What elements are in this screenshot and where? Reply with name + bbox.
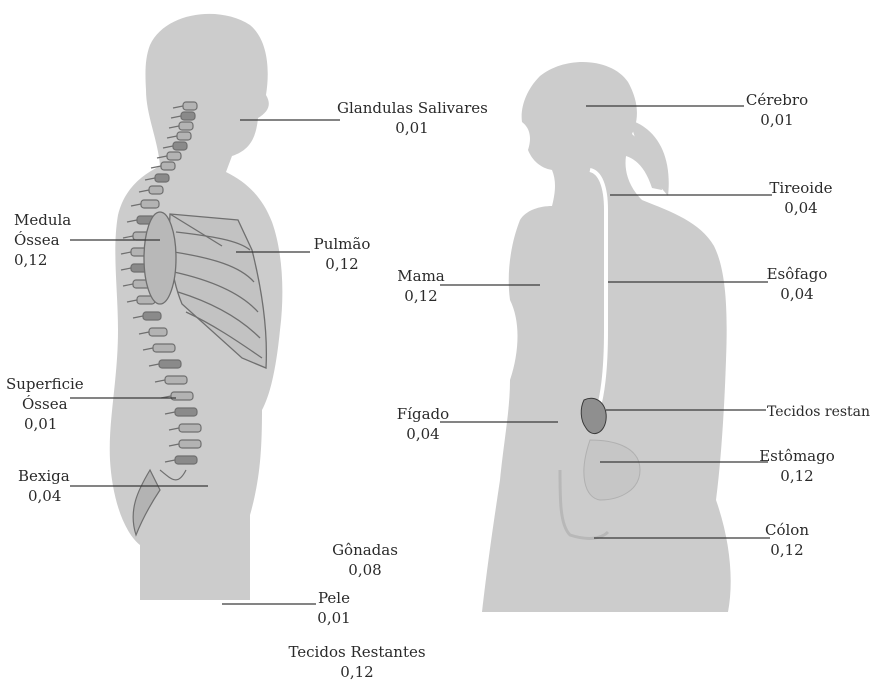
label-value: 0,12: [14, 250, 71, 270]
vertebra: [141, 200, 159, 208]
label-tecidos-restantes: Tecidos Restantes 0,12: [284, 642, 430, 682]
label-name: Cérebro: [742, 90, 812, 110]
label-value: 0,04: [766, 198, 836, 218]
vertebra: [159, 360, 181, 368]
label-name: Tecidos Restantes: [284, 642, 430, 662]
label-name: Fígado: [392, 404, 454, 424]
label-name-line1: Superficie: [6, 374, 84, 394]
label-name: Estômago: [756, 446, 838, 466]
label-glandulas-salivares: Glandulas Salivares 0,01: [337, 98, 487, 138]
label-value: 0,04: [760, 284, 834, 304]
label-value: 0,12: [310, 254, 374, 274]
label-name-line1: Medula: [14, 210, 71, 230]
vertebra: [179, 122, 193, 130]
label-tireoide: Tireoide 0,04: [766, 178, 836, 218]
label-value: 0,12: [396, 286, 446, 306]
label-esofago: Esôfago 0,04: [760, 264, 834, 304]
vertebra: [149, 186, 163, 194]
vertebra: [181, 112, 195, 120]
label-value: 0,08: [328, 560, 402, 580]
vertebra: [149, 328, 167, 336]
vertebra: [175, 456, 197, 464]
vertebra: [167, 152, 181, 160]
label-name-line2: Óssea: [6, 394, 84, 414]
label-value: 0,12: [284, 662, 430, 682]
vertebra: [161, 162, 175, 170]
label-name: Pulmão: [310, 234, 374, 254]
vertebra: [173, 142, 187, 150]
vertebra: [175, 408, 197, 416]
label-name: Glandulas Salivares: [337, 98, 487, 118]
label-name: Cólon: [758, 520, 816, 540]
label-value: 0,12: [756, 466, 838, 486]
vertebra: [143, 312, 161, 320]
label-name: Gônadas: [328, 540, 402, 560]
label-cerebro: Cérebro 0,01: [742, 90, 812, 130]
label-gonadas: Gônadas 0,08: [328, 540, 402, 580]
label-pulmao: Pulmão 0,12: [310, 234, 374, 274]
label-name: Mama: [396, 266, 446, 286]
vertebra: [179, 440, 201, 448]
label-superficie-ossea: Superficie Óssea 0,01: [6, 374, 84, 434]
label-value: 0,12: [758, 540, 816, 560]
label-value: 0,04: [392, 424, 454, 444]
label-value: 0,01: [742, 110, 812, 130]
vertebra: [183, 102, 197, 110]
label-name-line2: Óssea: [14, 230, 71, 250]
label-value: 0,01: [337, 118, 487, 138]
label-pele: Pele 0,01: [310, 588, 358, 628]
label-figado: Fígado 0,04: [392, 404, 454, 444]
label-mama: Mama 0,12: [396, 266, 446, 306]
label-estomago: Estômago 0,12: [756, 446, 838, 486]
label-name: Esôfago: [760, 264, 834, 284]
label-name: Tireoide: [766, 178, 836, 198]
label-tecidos-restante: Tecidos restante: [767, 402, 870, 422]
label-value: 0,04: [18, 486, 70, 506]
vertebra: [155, 174, 169, 182]
label-colon: Cólon 0,12: [758, 520, 816, 560]
label-value: 0,01: [310, 608, 358, 628]
vertebra: [177, 132, 191, 140]
vertebra: [179, 424, 201, 432]
bone-marrow-organ: [144, 212, 176, 304]
label-bexiga: Bexiga 0,04: [18, 466, 70, 506]
vertebra: [171, 392, 193, 400]
vertebra: [153, 344, 175, 352]
label-name: Pele: [310, 588, 358, 608]
vertebra: [165, 376, 187, 384]
label-name: Tecidos restante: [767, 402, 870, 422]
label-name: Bexiga: [18, 466, 70, 486]
label-value: 0,01: [6, 414, 84, 434]
label-medula-ossea: Medula Óssea 0,12: [14, 210, 71, 270]
